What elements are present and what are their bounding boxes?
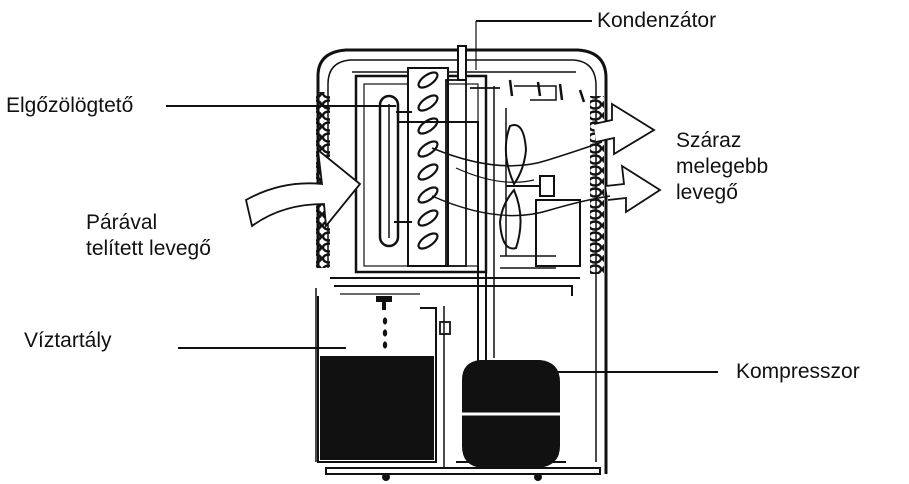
dry-air-label-line-2: melegebb bbox=[676, 155, 769, 178]
right-wheel bbox=[534, 473, 542, 481]
fan-motor-box bbox=[535, 199, 581, 267]
humid-air-label-line-2: telített levegő bbox=[86, 237, 211, 260]
condenser-top-fitting bbox=[457, 45, 467, 81]
fan-blade-top bbox=[504, 124, 528, 187]
left-wheel bbox=[382, 473, 390, 481]
float-switch bbox=[376, 296, 392, 310]
dry-air-label-line-1: Száraz bbox=[676, 129, 742, 152]
dry-air-outlet-arrow-lower bbox=[605, 164, 662, 214]
drip-tray bbox=[330, 277, 580, 296]
condenser-side-panel bbox=[445, 79, 467, 267]
dry-air-outlet-arrow-upper bbox=[593, 102, 656, 156]
humid-air-label: Párával telített levegő bbox=[86, 210, 211, 262]
upper-right-bracket bbox=[514, 85, 557, 101]
water-tank-outline bbox=[317, 296, 437, 463]
tank-level-indicator bbox=[439, 321, 451, 335]
condenser-fin-slots bbox=[417, 71, 439, 250]
fan-blade-bottom bbox=[498, 188, 522, 250]
refrigerant-tube-1 bbox=[398, 121, 479, 372]
humid-air-inlet-arrow bbox=[244, 147, 362, 229]
evaporator-label: Elgőzölögtető bbox=[6, 94, 134, 117]
internal-airflow-curve-upper bbox=[431, 141, 603, 167]
dry-air-label: Száraz melegebb levegő bbox=[676, 128, 768, 206]
dry-air-label-line-3: levegő bbox=[676, 181, 738, 204]
internal-airflow-curve-middle bbox=[455, 167, 535, 183]
fan-motor-mount bbox=[539, 175, 555, 197]
water-drops bbox=[382, 317, 388, 349]
base-plate bbox=[325, 467, 601, 475]
internal-airflow-curve-lower bbox=[431, 195, 611, 217]
condenser-label: Kondenzátor bbox=[597, 9, 717, 32]
water-level bbox=[320, 356, 434, 460]
water-tank-label: Víztartály bbox=[24, 329, 112, 352]
humid-air-label-line-1: Párával bbox=[86, 211, 158, 234]
compressor-label: Kompresszor bbox=[736, 360, 860, 383]
